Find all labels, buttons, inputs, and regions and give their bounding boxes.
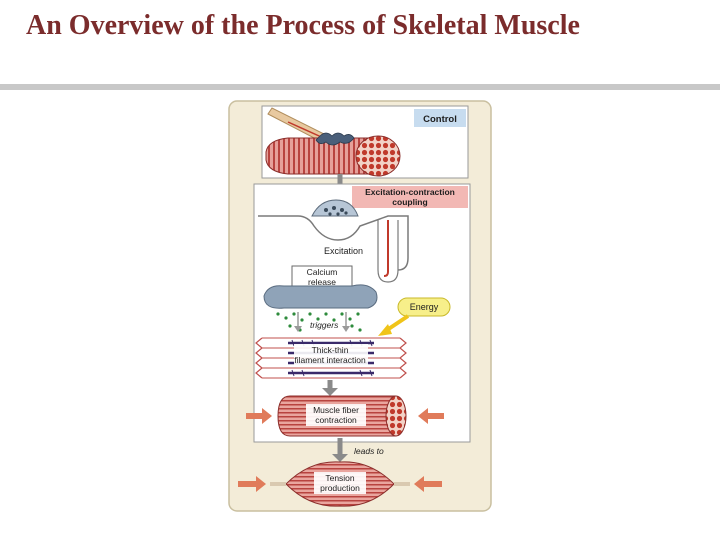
action-potential-arrow <box>383 220 389 277</box>
tension-force-arrows <box>238 476 442 492</box>
title-divider <box>0 84 720 90</box>
thick-thin-label-line1: Thick-thin <box>312 345 349 355</box>
ec-coupling-section: Excitation-contraction coupling Excitati… <box>253 183 471 443</box>
calcium-release-label-line2: release <box>308 277 336 287</box>
ec-coupling-label-line2: coupling <box>392 197 427 207</box>
fiber-end <box>385 395 407 437</box>
slide-title: An Overview of the Process of Skeletal M… <box>26 10 580 41</box>
thick-thin-label-line2: filament interaction <box>294 355 366 365</box>
t-tubule <box>377 220 399 283</box>
fiber-label-line2: contraction <box>315 415 357 425</box>
muscle-cross-section <box>355 135 401 177</box>
sarcoplasmic-reticulum <box>263 284 378 309</box>
triggers-label: triggers <box>310 320 339 330</box>
ec-coupling-box <box>352 186 468 208</box>
sarcolemma <box>258 215 409 271</box>
thick-thin-label-box <box>294 344 368 366</box>
energy-box <box>397 297 451 317</box>
muscle-process-diagram: Control Excitation-contraction coupling … <box>228 100 492 512</box>
calcium-release-label-line1: Calcium <box>307 267 338 277</box>
leads-to-label: leads to <box>354 446 384 456</box>
excitation-label: Excitation <box>324 246 363 256</box>
muscle-bundle <box>265 137 369 175</box>
control-label-box <box>414 109 466 127</box>
tension-section: Tension production <box>238 461 442 507</box>
tension-label-box <box>314 472 366 494</box>
tension-label-line1: Tension <box>325 473 355 483</box>
fiber-label-box <box>306 404 366 426</box>
ec-coupling-label-line1: Excitation-contraction <box>365 187 455 197</box>
neuromuscular-junction <box>315 132 355 146</box>
energy-label: Energy <box>410 302 439 312</box>
calcium-ions <box>276 312 362 332</box>
fiber-label-line1: Muscle fiber <box>313 405 359 415</box>
tension-label-line2: production <box>320 483 360 493</box>
control-label: Control <box>423 114 457 125</box>
fiber-force-arrows <box>246 408 444 424</box>
control-section: Control <box>261 105 469 179</box>
